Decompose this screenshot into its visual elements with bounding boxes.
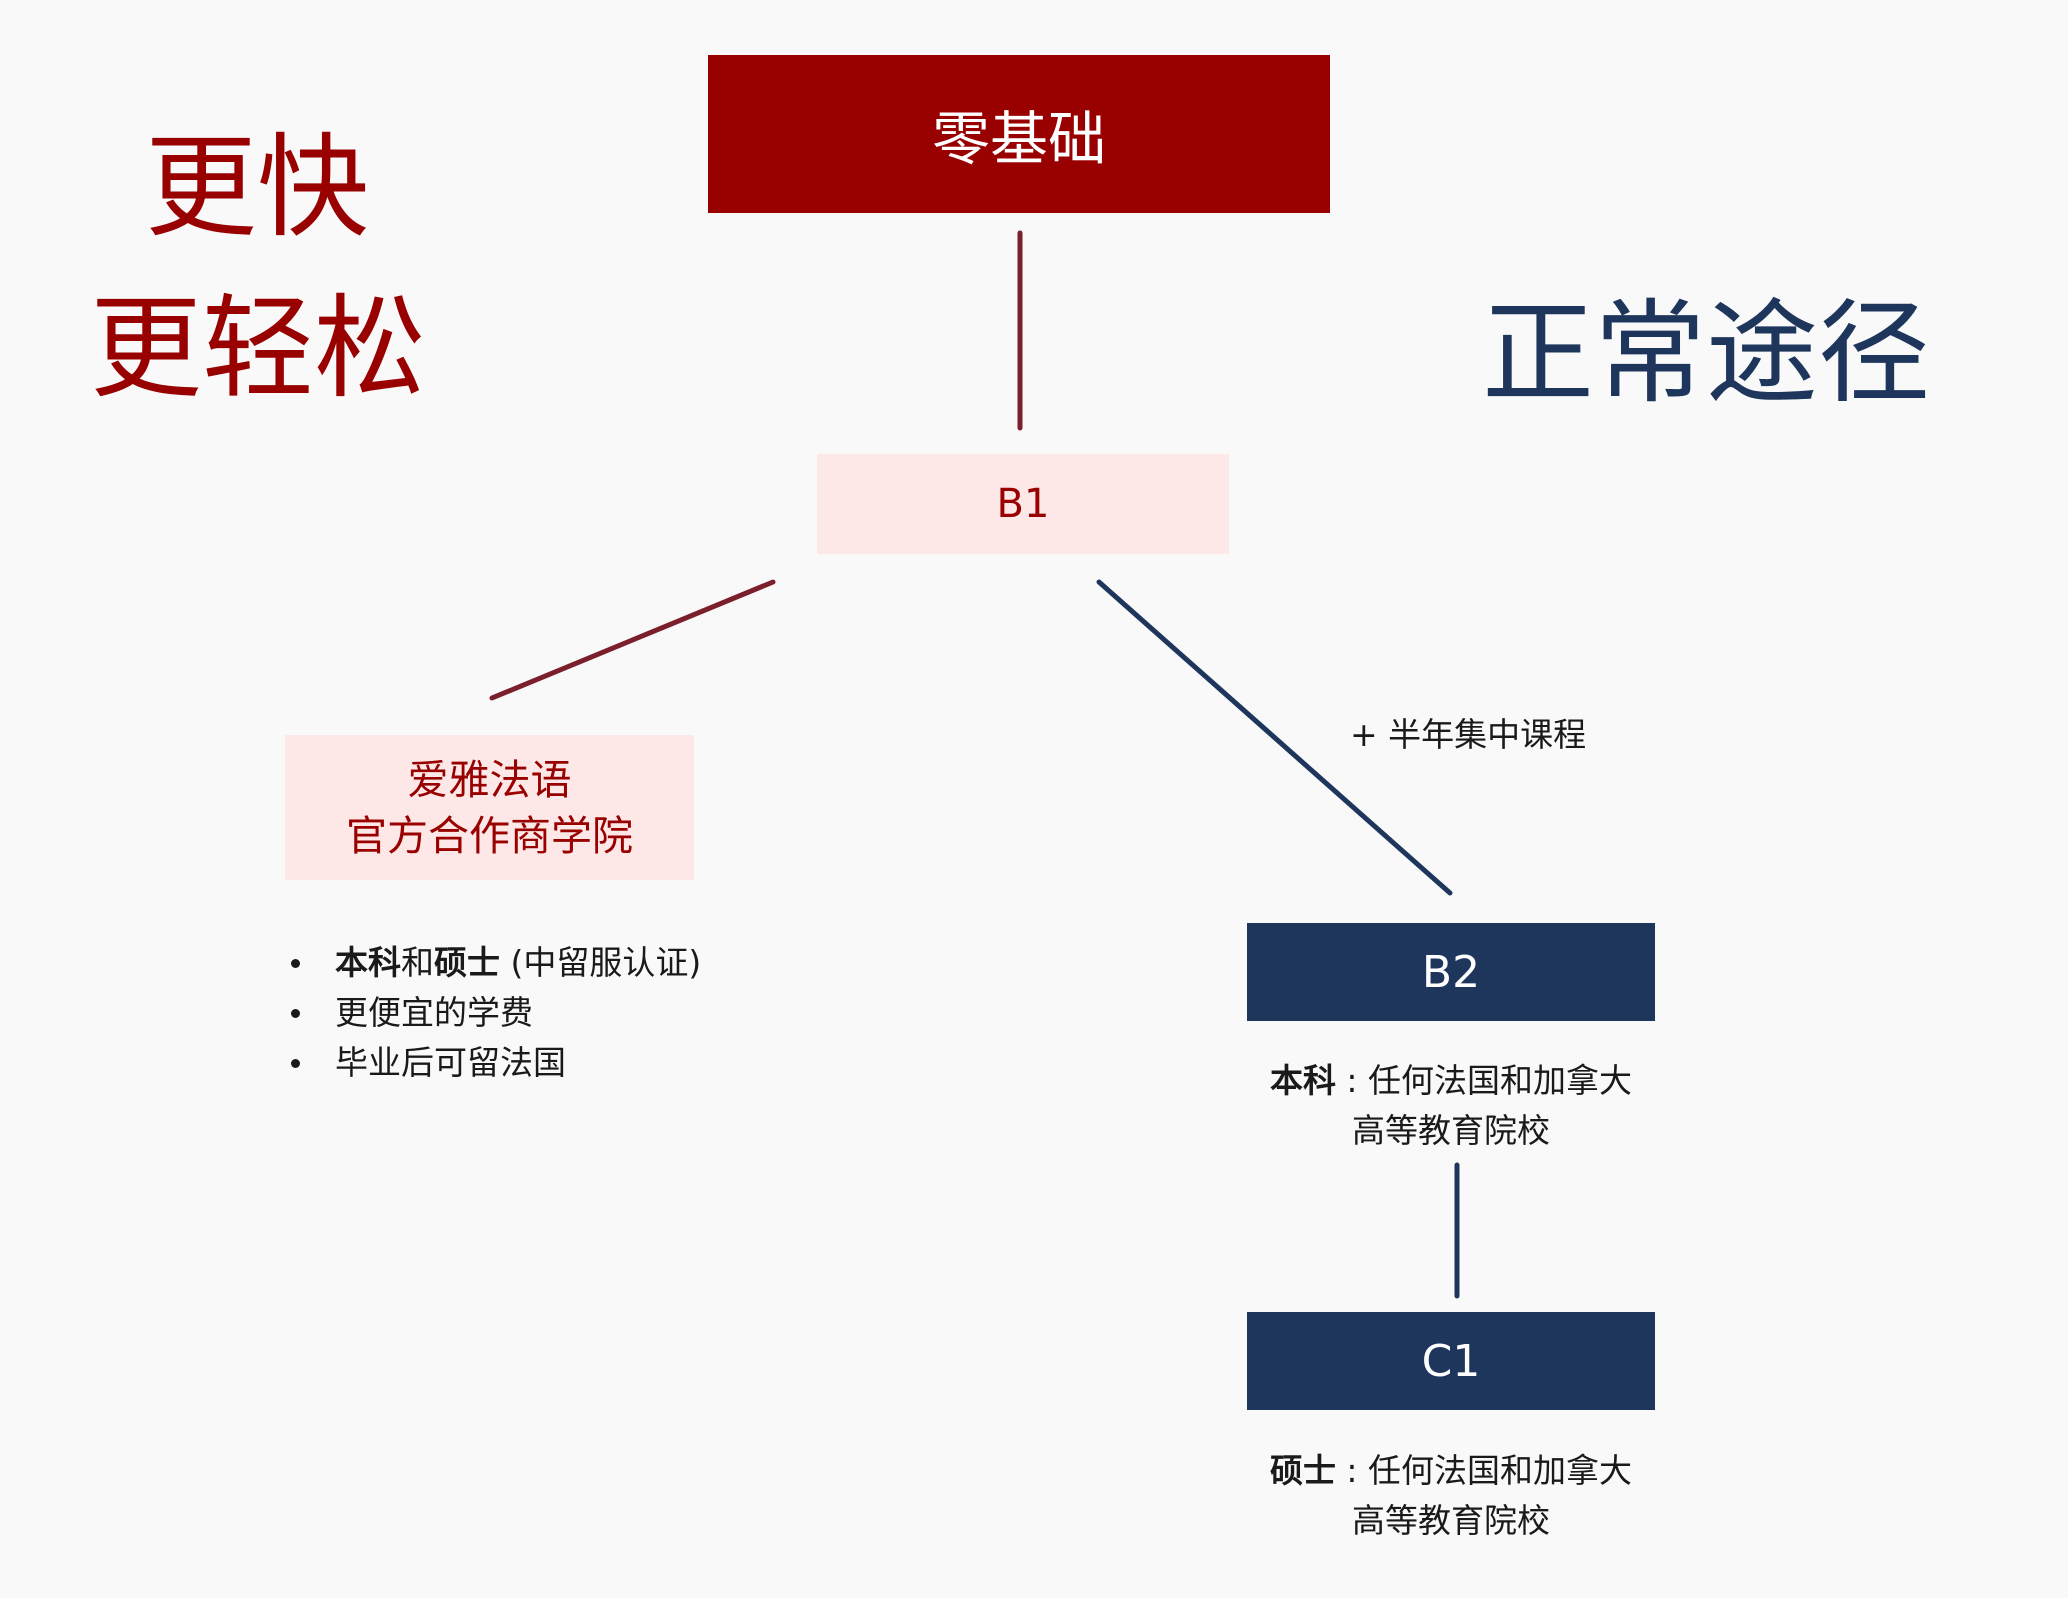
node-b1-label: B1 [996, 481, 1050, 527]
node-start-label: 零基础 [931, 105, 1106, 173]
benefits-list: 本科和硕士 (中留服认证) 更便宜的学费 毕业后可留法国 [285, 938, 701, 1088]
node-b1: B1 [817, 454, 1229, 554]
heading-normal-path: 正常途径 [1482, 289, 1930, 419]
connector-b1-to-school [489, 579, 776, 701]
benefit-stay-in-france: 毕业后可留法国 [335, 1043, 566, 1082]
node-b2-label: B2 [1421, 946, 1481, 998]
node-c1: C1 [1247, 1312, 1655, 1410]
benefit-item: 本科和硕士 (中留服认证) [285, 938, 701, 988]
caption-b2-text: : 任何法国和加拿大 [1335, 1061, 1633, 1100]
heading-faster: 更快 [145, 123, 369, 253]
caption-b2-line1: 本科 : 任何法国和加拿大 [1201, 1056, 1701, 1106]
caption-b2-line2: 高等教育院校 [1352, 1111, 1550, 1150]
caption-c1-line1: 硕士 : 任何法国和加拿大 [1201, 1446, 1701, 1496]
benefit-item: 更便宜的学费 [285, 988, 701, 1038]
benefit-certification: (中留服认证) [500, 943, 702, 982]
caption-c1-line2: 高等教育院校 [1352, 1501, 1550, 1540]
benefit-and: 和 [401, 943, 434, 982]
node-school-line2: 官方合作商学院 [346, 811, 633, 860]
benefit-bachelor: 本科 [335, 943, 401, 982]
node-partner-school: 爱雅法语 官方合作商学院 [285, 735, 694, 880]
node-b2: B2 [1247, 923, 1655, 1021]
intensive-course-note: + 半年集中课程 [1350, 715, 1587, 754]
heading-easier: 更轻松 [90, 284, 426, 414]
caption-b2-bold: 本科 [1269, 1061, 1336, 1100]
benefit-master: 硕士 [434, 943, 500, 982]
node-school-line1: 爱雅法语 [407, 755, 572, 804]
caption-c1: 硕士 : 任何法国和加拿大 高等教育院校 [1201, 1446, 1701, 1546]
caption-c1-text: : 任何法国和加拿大 [1335, 1451, 1633, 1490]
caption-b2: 本科 : 任何法国和加拿大 高等教育院校 [1201, 1056, 1701, 1156]
benefit-cheaper-tuition: 更便宜的学费 [335, 993, 533, 1032]
benefit-item: 毕业后可留法国 [285, 1038, 701, 1088]
caption-c1-bold: 硕士 [1269, 1451, 1336, 1490]
node-c1-label: C1 [1421, 1335, 1481, 1387]
node-start: 零基础 [708, 55, 1330, 213]
